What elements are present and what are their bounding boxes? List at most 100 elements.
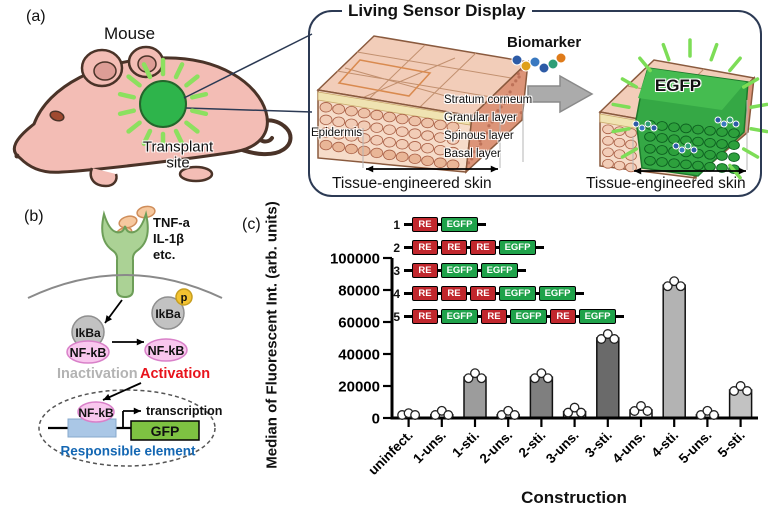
x-tick-label: uninfect. bbox=[365, 428, 415, 478]
nfkb-pathway-diagram bbox=[27, 205, 223, 467]
construct-number: 4 bbox=[393, 286, 400, 301]
data-point bbox=[563, 407, 574, 418]
nfkb-complex-label: NF-kB bbox=[69, 346, 107, 360]
x-tick-label: 2-sti. bbox=[516, 428, 549, 461]
ligand-line-3: etc. bbox=[153, 247, 176, 262]
data-point bbox=[410, 410, 421, 420]
data-point bbox=[496, 410, 507, 420]
callout-lines bbox=[183, 33, 313, 113]
mouse-tail bbox=[230, 118, 293, 157]
data-point bbox=[576, 407, 587, 418]
transplant-label-line2: site bbox=[166, 154, 190, 172]
receptor bbox=[101, 210, 149, 299]
mouse-front-leg bbox=[89, 167, 118, 188]
bar-4-sti. bbox=[662, 284, 686, 419]
mouse-eye bbox=[49, 110, 65, 122]
y-tick-label: 20000 bbox=[338, 379, 380, 396]
construct-segment-egfp: EGFP bbox=[499, 286, 536, 301]
ikba-label: IkBa bbox=[75, 326, 101, 340]
construct-backbone bbox=[404, 223, 412, 226]
bar-3-sti. bbox=[596, 337, 620, 419]
layer-label-spinous: Spinous layer bbox=[444, 130, 514, 142]
nfkb-nucleus-label: NF-kB bbox=[78, 406, 114, 420]
data-point bbox=[735, 381, 746, 391]
data-point bbox=[609, 334, 620, 344]
construct-number: 5 bbox=[393, 309, 400, 324]
data-point bbox=[695, 410, 706, 420]
bar-5-uns. bbox=[695, 414, 720, 419]
panel-a-label: (a) bbox=[26, 8, 46, 25]
transcription-label: transcription bbox=[146, 404, 223, 418]
construct-number: 2 bbox=[393, 240, 400, 255]
construct-segment-re: RE bbox=[412, 240, 438, 255]
construct-backbone bbox=[616, 315, 624, 318]
construct-backbone bbox=[404, 315, 412, 318]
biomarker-label: Biomarker bbox=[507, 34, 582, 51]
inactivation-label: Inactivation bbox=[57, 366, 138, 382]
construct-link bbox=[576, 315, 579, 318]
data-point bbox=[542, 373, 553, 384]
construct-segment-re: RE bbox=[470, 240, 496, 255]
construct-number: 3 bbox=[393, 263, 400, 278]
cell-membrane bbox=[27, 274, 223, 299]
y-tick-label: 40000 bbox=[338, 347, 380, 364]
x-tick-label: 4-uns. bbox=[609, 428, 648, 467]
bar-1-sti. bbox=[463, 376, 487, 419]
data-point bbox=[669, 276, 680, 287]
panel-c-label: (c) bbox=[242, 216, 261, 233]
y-tick-label: 100000 bbox=[330, 251, 380, 268]
data-point bbox=[529, 373, 540, 384]
data-point bbox=[470, 368, 480, 379]
responsible-element-label: Responsible element bbox=[60, 443, 196, 459]
activation-label: Activation bbox=[140, 366, 211, 382]
data-point bbox=[596, 334, 607, 344]
construct-segment-egfp: EGFP bbox=[441, 217, 478, 232]
layer-label-granular: Granular layer bbox=[444, 112, 517, 124]
data-point bbox=[708, 410, 719, 420]
bar-2-uns. bbox=[496, 414, 520, 419]
data-point bbox=[430, 410, 441, 420]
construct-backbone bbox=[404, 292, 412, 295]
ligand-oval bbox=[118, 215, 138, 229]
construct-segment-re: RE bbox=[412, 286, 438, 301]
x-tick-label: 5-sti. bbox=[715, 428, 748, 461]
mouse-ear-left bbox=[80, 48, 124, 88]
bar-1-uns. bbox=[430, 414, 454, 419]
construct-link bbox=[438, 315, 441, 318]
ligand-line-1: TNF-a bbox=[153, 215, 190, 230]
data-point bbox=[443, 410, 454, 420]
data-point bbox=[503, 405, 514, 416]
transplant-label-line1: Transplant bbox=[142, 138, 214, 156]
data-point bbox=[397, 410, 408, 420]
nfkb-free-label: NF-kB bbox=[147, 344, 185, 358]
data-point bbox=[436, 405, 447, 416]
construct-link bbox=[438, 223, 441, 226]
mouse-body bbox=[12, 56, 269, 174]
caption-tissue-right: Tissue-engineered skin bbox=[586, 175, 746, 192]
x-tick-label: 4-sti. bbox=[648, 428, 681, 461]
gfp-label: GFP bbox=[150, 423, 180, 439]
construct-segment-re: RE bbox=[481, 309, 507, 324]
layer-label-basal: Basal layer bbox=[444, 148, 501, 160]
data-point bbox=[463, 373, 474, 384]
data-point bbox=[742, 386, 753, 396]
x-tick-label: 1-sti. bbox=[449, 428, 482, 461]
panel-b-label: (b) bbox=[24, 208, 44, 225]
data-point bbox=[729, 386, 740, 396]
construct-segment-re: RE bbox=[441, 286, 467, 301]
bar-uninfect. bbox=[396, 416, 421, 419]
construct-backbone bbox=[518, 269, 526, 272]
display-title: Living Sensor Display bbox=[342, 1, 532, 21]
ligand-line-2: IL-1β bbox=[153, 231, 185, 246]
mouse-ear-left-inner bbox=[93, 61, 117, 81]
construct-backbone bbox=[404, 269, 412, 272]
x-axis-label: Construction bbox=[521, 488, 627, 507]
data-point bbox=[403, 408, 414, 419]
layer-label-stratum: Stratum corneum bbox=[444, 94, 533, 106]
construct-link bbox=[438, 246, 441, 249]
construct-segment-re: RE bbox=[412, 263, 438, 278]
construct-link bbox=[467, 246, 470, 249]
